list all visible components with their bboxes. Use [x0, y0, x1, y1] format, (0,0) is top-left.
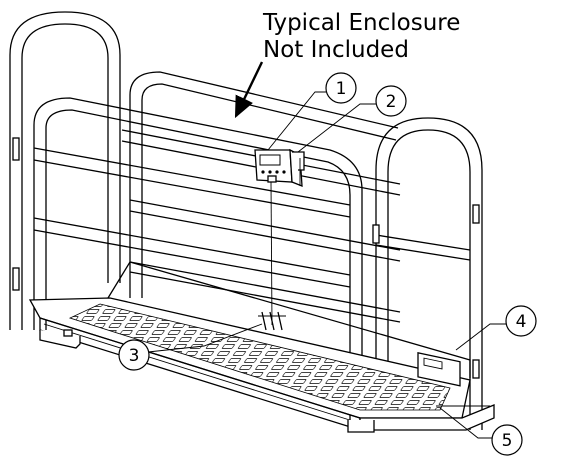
- back-left-arch: [9, 11, 121, 330]
- callout-5-number: 5: [502, 431, 513, 451]
- callout-1: 1: [325, 72, 357, 104]
- note-line-1: Typical Enclosure: [262, 10, 460, 36]
- callout-4: 4: [505, 305, 537, 337]
- callout-2-number: 2: [386, 92, 397, 112]
- callout-4-number: 4: [516, 312, 527, 332]
- callout-3-number: 3: [129, 346, 140, 366]
- note-arrow: [234, 61, 264, 119]
- callout-5: 5: [491, 424, 523, 456]
- callout-3: 3: [118, 339, 150, 371]
- callout-2: 2: [375, 85, 407, 117]
- front-right-arch: [372, 117, 483, 430]
- note-line-2: Not Included: [263, 37, 409, 63]
- back-rails: [121, 71, 401, 323]
- callout-1-number: 1: [336, 79, 347, 99]
- front-left-frame: [33, 97, 363, 420]
- leader-lines: [147, 91, 508, 439]
- load-cell-cable: [258, 181, 286, 331]
- scale-platform: [28, 261, 495, 433]
